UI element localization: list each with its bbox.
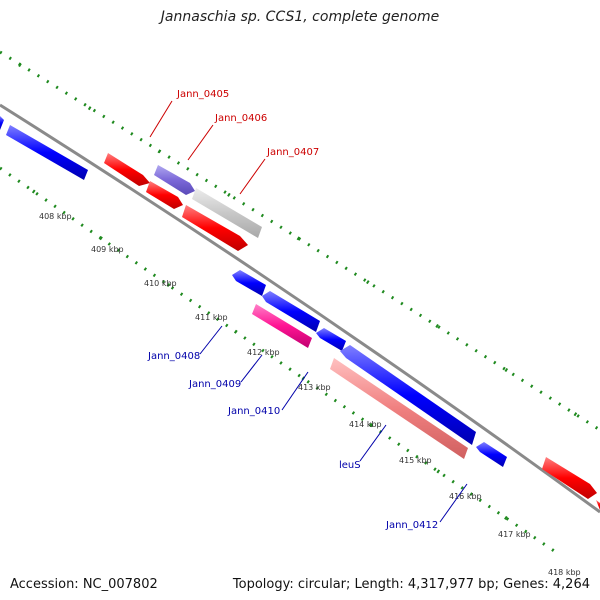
gene-label-jann-0412[interactable]: Jann_0412 [385, 520, 438, 531]
inner-tick-track [0, 166, 561, 557]
kbp-label: 414 kbp [349, 420, 382, 429]
gene-arrow-red[interactable] [182, 205, 248, 251]
outer-tick-track [0, 50, 600, 432]
gene-arrow-blue[interactable] [232, 270, 266, 296]
gene-features [0, 116, 600, 510]
gene-arrow-red[interactable] [146, 181, 183, 209]
gene-arrow-gray[interactable] [192, 188, 262, 238]
kbp-label: 418 kbp [548, 568, 581, 577]
gene-label-jann-0408[interactable]: Jann_0408 [147, 351, 200, 362]
gene-label-jann-0410[interactable]: Jann_0410 [227, 406, 280, 417]
map-title: Jannaschia sp. CCS1, complete genome [160, 9, 440, 25]
kbp-label: 413 kbp [298, 383, 331, 392]
genome-backbone [0, 103, 600, 514]
gene-labels: Jann_0405 Jann_0406 Jann_0407 Jann_0408 … [147, 89, 438, 531]
kbp-label: 410 kbp [144, 279, 177, 288]
gene-arrow-salmon[interactable] [330, 358, 468, 459]
gene-label-leus[interactable]: leuS [339, 460, 361, 471]
gene-arrow-blue[interactable] [476, 442, 507, 467]
kbp-label: 409 kbp [91, 245, 124, 254]
kbp-label: 408 kbp [39, 212, 72, 221]
gene-label-jann-0409[interactable]: Jann_0409 [188, 379, 241, 390]
gene-arrow-red[interactable] [596, 500, 600, 510]
kbp-label: 411 kbp [195, 313, 228, 322]
gene-arrow-purple[interactable] [154, 165, 195, 195]
gene-arrow-red[interactable] [104, 153, 150, 186]
gene-arrow-blue[interactable] [316, 328, 346, 351]
gene-arrow-blue[interactable] [340, 345, 476, 445]
gene-arrow-red[interactable] [542, 457, 597, 499]
leader-lines [149, 100, 468, 523]
kbp-label: 412 kbp [247, 348, 280, 357]
gene-arrow-magenta[interactable] [252, 304, 312, 348]
kbp-label: 416 kbp [449, 492, 482, 501]
gene-arrow-blue[interactable] [262, 291, 320, 332]
gene-arrow-blue[interactable] [0, 116, 4, 130]
gene-arrow-blue[interactable] [6, 125, 88, 180]
genome-summary-text: Topology: circular; Length: 4,317,977 bp… [232, 577, 590, 592]
gene-label-jann-0405[interactable]: Jann_0405 [176, 89, 229, 100]
gene-label-jann-0407[interactable]: Jann_0407 [266, 147, 319, 158]
accession-text: Accession: NC_007802 [10, 577, 158, 592]
gene-label-jann-0406[interactable]: Jann_0406 [214, 113, 267, 124]
kbp-scale: 408 kbp 409 kbp 410 kbp 411 kbp 412 kbp … [39, 212, 581, 577]
kbp-label: 417 kbp [498, 530, 531, 539]
kbp-label: 415 kbp [399, 456, 432, 465]
